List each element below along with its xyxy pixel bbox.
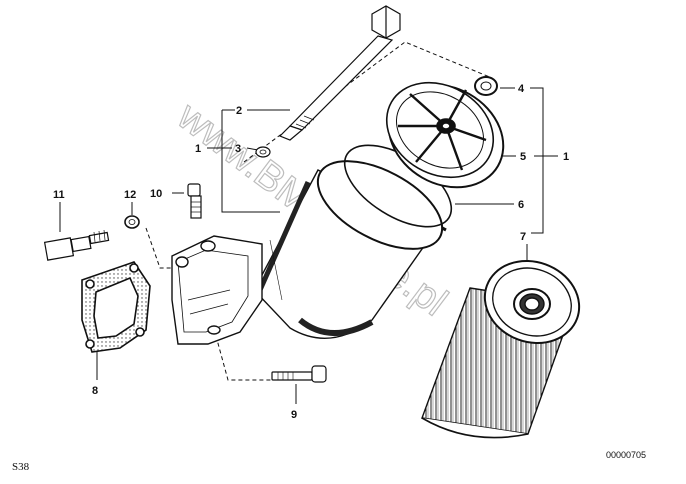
- filter-element-item-7: [421, 259, 581, 439]
- filter-canister: [253, 160, 447, 339]
- callout-10: 10: [150, 188, 162, 200]
- filter-housing: [171, 235, 263, 345]
- cover-cap-item-5: [385, 81, 505, 189]
- corner-code: S38: [12, 461, 30, 473]
- callout-7: 7: [520, 231, 526, 243]
- callout-11: 11: [53, 189, 65, 201]
- bolt-item-9: [271, 365, 327, 383]
- callout-labels: 1 2 3 4 5 1 6 7 8 9 10 11 12: [53, 83, 569, 421]
- sender-item-11: [43, 229, 110, 261]
- drawing-number: 00000705: [606, 450, 646, 460]
- fitting-item-10: [187, 183, 202, 219]
- callout-6: 6: [518, 199, 524, 211]
- center-bolt: [278, 5, 401, 141]
- callout-2: 2: [236, 105, 242, 117]
- callout-8: 8: [92, 385, 98, 397]
- callout-1-left: 1: [195, 143, 201, 155]
- callout-5: 5: [520, 151, 526, 163]
- gasket-item-8: [81, 261, 151, 353]
- callout-4: 4: [518, 83, 525, 95]
- callout-1-right: 1: [563, 151, 569, 163]
- callout-12: 12: [124, 189, 136, 201]
- callout-3: 3: [235, 143, 241, 155]
- callout-9: 9: [291, 409, 297, 421]
